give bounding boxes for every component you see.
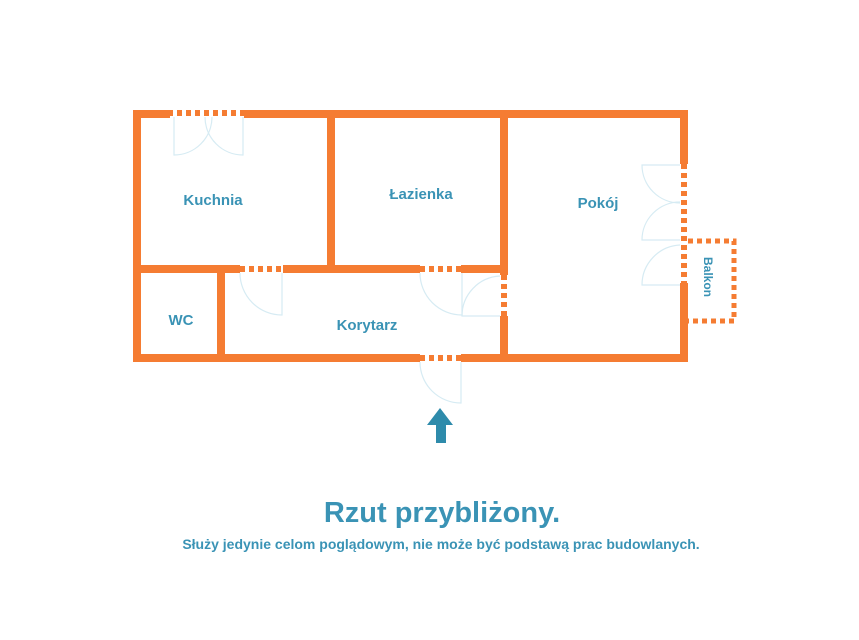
walls (133, 110, 688, 362)
room-label-wc: WC (169, 312, 194, 329)
arrow-up-icon (427, 408, 453, 443)
kitchen-door-right-swing (204, 116, 244, 156)
bathroom-door-swing (419, 272, 463, 316)
balcony-door-swing (641, 244, 681, 286)
openings (168, 110, 737, 361)
kitchen-corridor-door-swing (239, 272, 283, 316)
room-label-lazienka: Łazienka (389, 186, 453, 203)
room-label-korytarz: Korytarz (337, 317, 398, 334)
room-label-kuchnia: Kuchnia (183, 192, 243, 209)
window-door-middle-swing (641, 201, 681, 241)
kitchen-door-left-swing (173, 116, 213, 156)
room-label-pokoj: Pokój (578, 195, 619, 212)
caption-title: Rzut przybliżony. (324, 497, 560, 529)
door-swings (173, 116, 681, 404)
window-door-top-swing (641, 164, 681, 204)
entry-door-swing (419, 361, 462, 404)
room-door-swing (461, 275, 501, 317)
caption-subtitle: Służy jedynie celom poglądowym, nie może… (182, 536, 699, 552)
room-label-balkon: Balkon (701, 257, 715, 297)
balcony-outline (688, 238, 737, 324)
